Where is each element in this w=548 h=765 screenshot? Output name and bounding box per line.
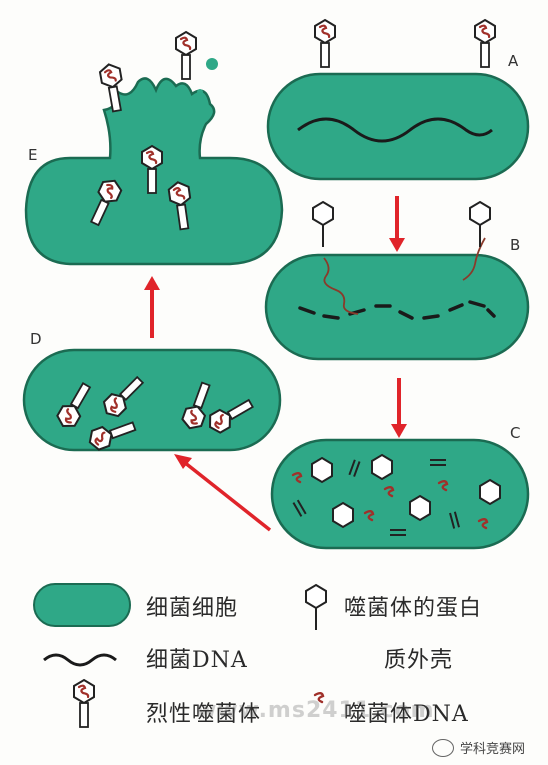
watermark: www.ms2411.com [196, 698, 435, 723]
legend-protein-coat-line1: 噬菌体的蛋白 [344, 596, 483, 621]
cell-e [24, 30, 284, 266]
bacterial-dna-fragments-b [298, 300, 496, 320]
cell-a [266, 18, 530, 181]
wechat-icon [432, 738, 454, 757]
cell-c [270, 438, 530, 550]
source-badge: 学科竞赛网 [432, 738, 525, 757]
legend-protein-coat-line2: 质外壳 [384, 648, 454, 673]
legend-cell-swatch [33, 583, 131, 627]
bacterial-dna-a [297, 117, 493, 143]
source-badge-label: 学科竞赛网 [460, 742, 526, 757]
legend-bacterial-cell: 细菌细胞 [146, 596, 239, 621]
wavy-dna-icon [43, 653, 117, 667]
cell-b [264, 201, 530, 361]
arrow-d-to-e [144, 276, 160, 338]
coat-b-right [469, 201, 491, 248]
hexagon-coat-icon [305, 584, 327, 631]
stage-label-c: C [510, 424, 521, 442]
legend [33, 583, 327, 729]
cell-d [22, 348, 282, 453]
injected-phage-dna-1 [323, 257, 359, 315]
stage-label-a: A [508, 52, 519, 70]
legend-bacterial-dna: 细菌DNA [146, 648, 248, 673]
legend-virulent-phage: 烈性噬菌体 [146, 702, 262, 727]
stage-label-e: E [28, 146, 38, 164]
phage-icon [72, 678, 96, 729]
arrow-b-to-c [391, 378, 407, 438]
arrow-c-to-d [174, 454, 272, 532]
stage-label-b: B [510, 236, 521, 254]
arrow-a-to-b [389, 196, 405, 252]
legend-phage-dna: 噬菌体DNA [344, 702, 469, 727]
stage-label-d: D [30, 330, 42, 348]
